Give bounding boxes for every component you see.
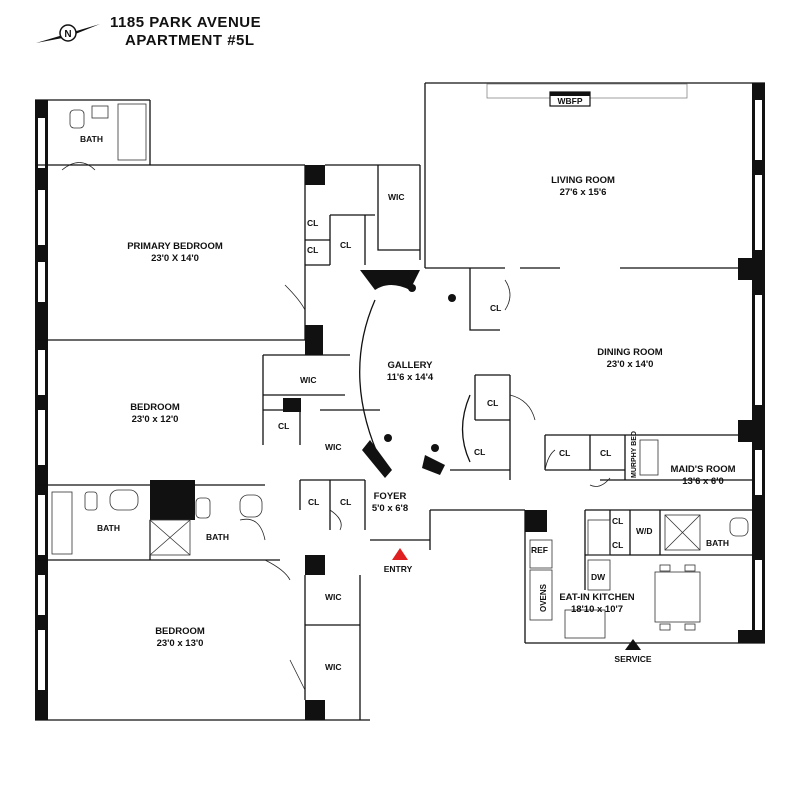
maids-room-label: MAID'S ROOM (670, 464, 735, 475)
entry-marker-icon (392, 548, 408, 560)
primary-bedroom-dim: 23'0 X 14'0 (151, 253, 199, 264)
cl-foyer-a-label: CL (308, 497, 319, 507)
bedroom-mid-dim: 23'0 x 12'0 (132, 414, 179, 425)
cl-dining-b-label: CL (474, 447, 485, 457)
dining-room-label: DINING ROOM (597, 347, 663, 358)
kitchen-dim: 18'10 x 10'7 (571, 604, 623, 615)
cl-k-a-label: CL (612, 516, 623, 526)
compass-icon: N (36, 24, 100, 43)
gallery-walls (359, 270, 471, 478)
door-swings (61, 162, 611, 691)
cl-k-b-label: CL (612, 540, 623, 550)
wic-mid2-label: WIC (325, 442, 342, 452)
cl-maid-b-label: CL (600, 448, 611, 458)
foyer-label: FOYER (374, 491, 407, 502)
cl-b-label: CL (307, 245, 318, 255)
foyer-dim: 5'0 x 6'8 (372, 503, 408, 514)
cl-c-label: CL (340, 240, 351, 250)
cl-foyer-b-label: CL (340, 497, 351, 507)
living-room-label: LIVING ROOM (551, 175, 615, 186)
bedroom-bottom-dim: 23'0 x 13'0 (157, 638, 204, 649)
apartment-title: APARTMENT #5L (125, 32, 255, 49)
wic-primary-label: WIC (388, 192, 405, 202)
wic-bottom-b-label: WIC (325, 662, 342, 672)
ref-label: REF (531, 545, 548, 555)
wd-label: W/D (636, 526, 653, 536)
cl-dining-a-label: CL (487, 398, 498, 408)
kitchen-label: EAT-IN KITCHEN (559, 592, 634, 603)
murphy-bed-label: MURPHY BED (631, 431, 638, 478)
service-marker-icon (625, 639, 641, 650)
dw-label: DW (591, 572, 606, 582)
cl-gallery-label: CL (490, 303, 501, 313)
ovens-label: OVENS (539, 583, 548, 612)
exterior-walls (35, 82, 765, 721)
wic-mid-label: WIC (300, 375, 317, 385)
living-room-dim: 27'6 x 15'6 (560, 187, 607, 198)
dining-room-dim: 23'0 x 14'0 (607, 359, 654, 370)
maids-room-dim: 13'6 x 6'0 (682, 476, 724, 487)
cl-mid-label: CL (278, 421, 289, 431)
interior-walls (35, 103, 752, 720)
service-label: SERVICE (614, 654, 651, 664)
address-title: 1185 PARK AVENUE (110, 14, 262, 31)
wic-bottom-a-label: WIC (325, 592, 342, 602)
bath-top-label: BATH (80, 134, 103, 144)
bath-center-label: BATH (206, 532, 229, 542)
cl-maid-a-label: CL (559, 448, 570, 458)
primary-bedroom-label: PRIMARY BEDROOM (127, 241, 223, 252)
bath-maid-label: BATH (706, 538, 729, 548)
compass-letter: N (64, 29, 71, 40)
gallery-dim: 11'6 x 14'4 (387, 372, 434, 383)
cl-a-label: CL (307, 218, 318, 228)
gallery-label: GALLERY (387, 360, 433, 371)
bath-left-label: BATH (97, 523, 120, 533)
bedroom-bottom-label: BEDROOM (155, 626, 205, 637)
entry-label: ENTRY (384, 564, 413, 574)
bedroom-mid-label: BEDROOM (130, 402, 180, 413)
wbfp-label: WBFP (557, 96, 582, 106)
